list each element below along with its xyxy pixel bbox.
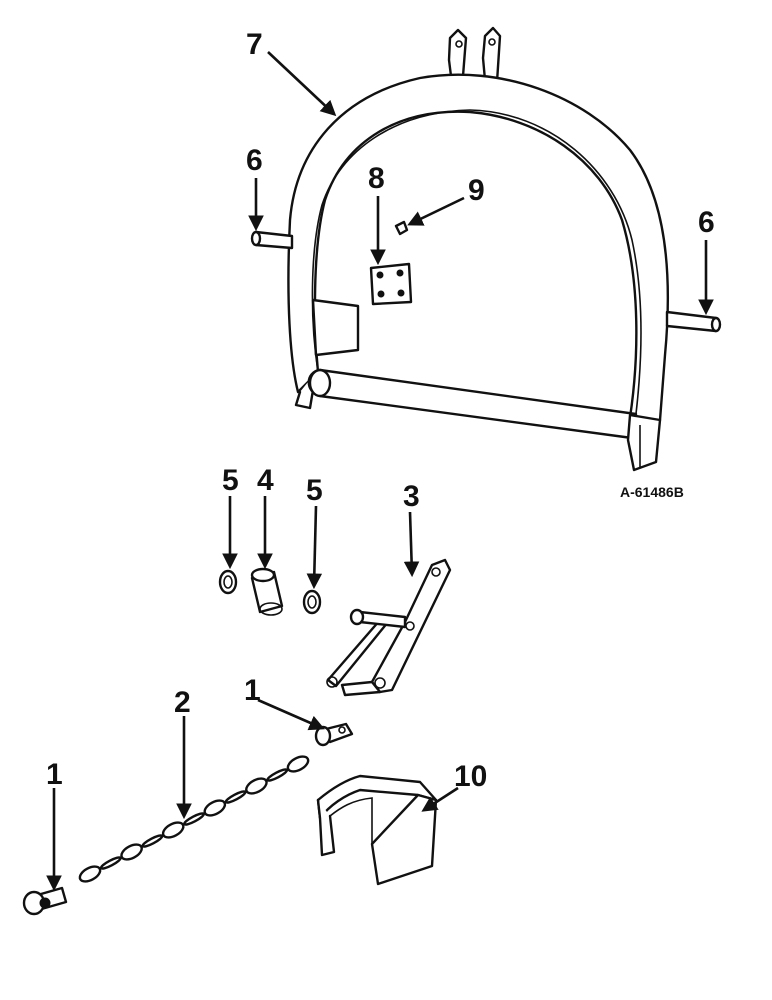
callout-3: 3 [403, 480, 420, 513]
callout-1-upper: 1 [244, 674, 261, 707]
callout-10: 10 [454, 760, 487, 793]
pin-icon [665, 310, 722, 333]
washer-icon [218, 569, 238, 595]
chain-link [99, 856, 122, 870]
chain-link [120, 843, 143, 861]
callout-5-left: 5 [222, 464, 239, 497]
callout-7: 7 [246, 28, 263, 61]
chain-link [78, 865, 102, 883]
chain-link [161, 821, 185, 839]
pin-icon [250, 230, 294, 250]
clevis-pin-icon [22, 886, 68, 916]
leader-9 [407, 196, 465, 226]
callout-5-right: 5 [306, 474, 323, 507]
chain-link [224, 790, 247, 804]
bracket-link-icon [326, 558, 452, 697]
leader-1-upper [257, 698, 325, 731]
leader-5-right [306, 505, 323, 590]
plate-icon [369, 262, 413, 306]
spacer-bushing-icon [250, 567, 284, 616]
callout-6-right: 6 [698, 206, 715, 239]
callout-8: 8 [368, 162, 385, 195]
chain-link [286, 755, 310, 773]
leader-10 [421, 786, 459, 812]
chain-link [183, 812, 205, 826]
washer-icon [302, 589, 322, 615]
callout-4: 4 [257, 464, 274, 497]
chain-link [203, 799, 227, 817]
leader-lines [46, 51, 714, 892]
chain-link [141, 834, 164, 848]
callout-9: 9 [468, 174, 485, 207]
figure-id-label: A-61486B [620, 484, 684, 500]
callout-2: 2 [174, 686, 191, 719]
hoop-frame-icon [287, 26, 670, 472]
leader-7 [267, 51, 337, 117]
screw-icon [394, 220, 409, 236]
callout-1-lower: 1 [46, 758, 63, 791]
clevis-pin-icon [314, 722, 354, 747]
callout-6-left: 6 [246, 144, 263, 177]
shield-icon [316, 774, 438, 886]
chain-link [266, 768, 289, 782]
leader-3 [403, 511, 420, 578]
chain-icon [78, 755, 310, 883]
chain-link [245, 777, 268, 795]
